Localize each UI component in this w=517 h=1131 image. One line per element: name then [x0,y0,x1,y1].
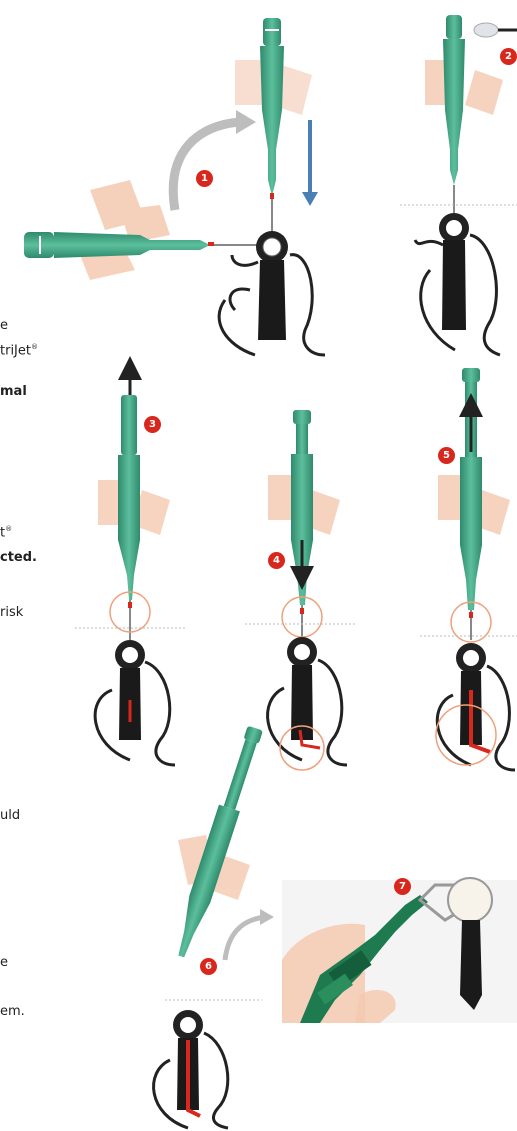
step-6-badge: 6 [200,958,217,975]
tooth-icon [415,213,500,355]
syringe-icon [443,15,465,215]
syringe-icon [118,395,140,640]
arrow-icon [225,917,265,960]
step-5-illustration [420,368,517,770]
step-2-badge: 2 [500,48,517,65]
step-3-illustration [75,368,185,765]
syringe-icon [260,18,284,232]
cap-icon [474,23,517,37]
step-5-badge: 5 [438,447,455,464]
step-7-illustration [282,878,517,1023]
syringe-icon [291,410,313,640]
step-6-illustration [154,725,274,1128]
step-2-illustration [400,15,517,355]
tooth-icon [95,640,175,765]
tooth-icon [154,1010,228,1128]
tooth-icon [219,231,325,355]
step-7-badge: 7 [394,878,411,895]
step-4-badge: 4 [268,552,285,569]
arrow-icon [173,122,240,210]
step-3-badge: 3 [144,416,161,433]
step-4-illustration [245,410,355,770]
step-1-badge: 1 [196,170,213,187]
step-1-illustration [24,18,325,355]
